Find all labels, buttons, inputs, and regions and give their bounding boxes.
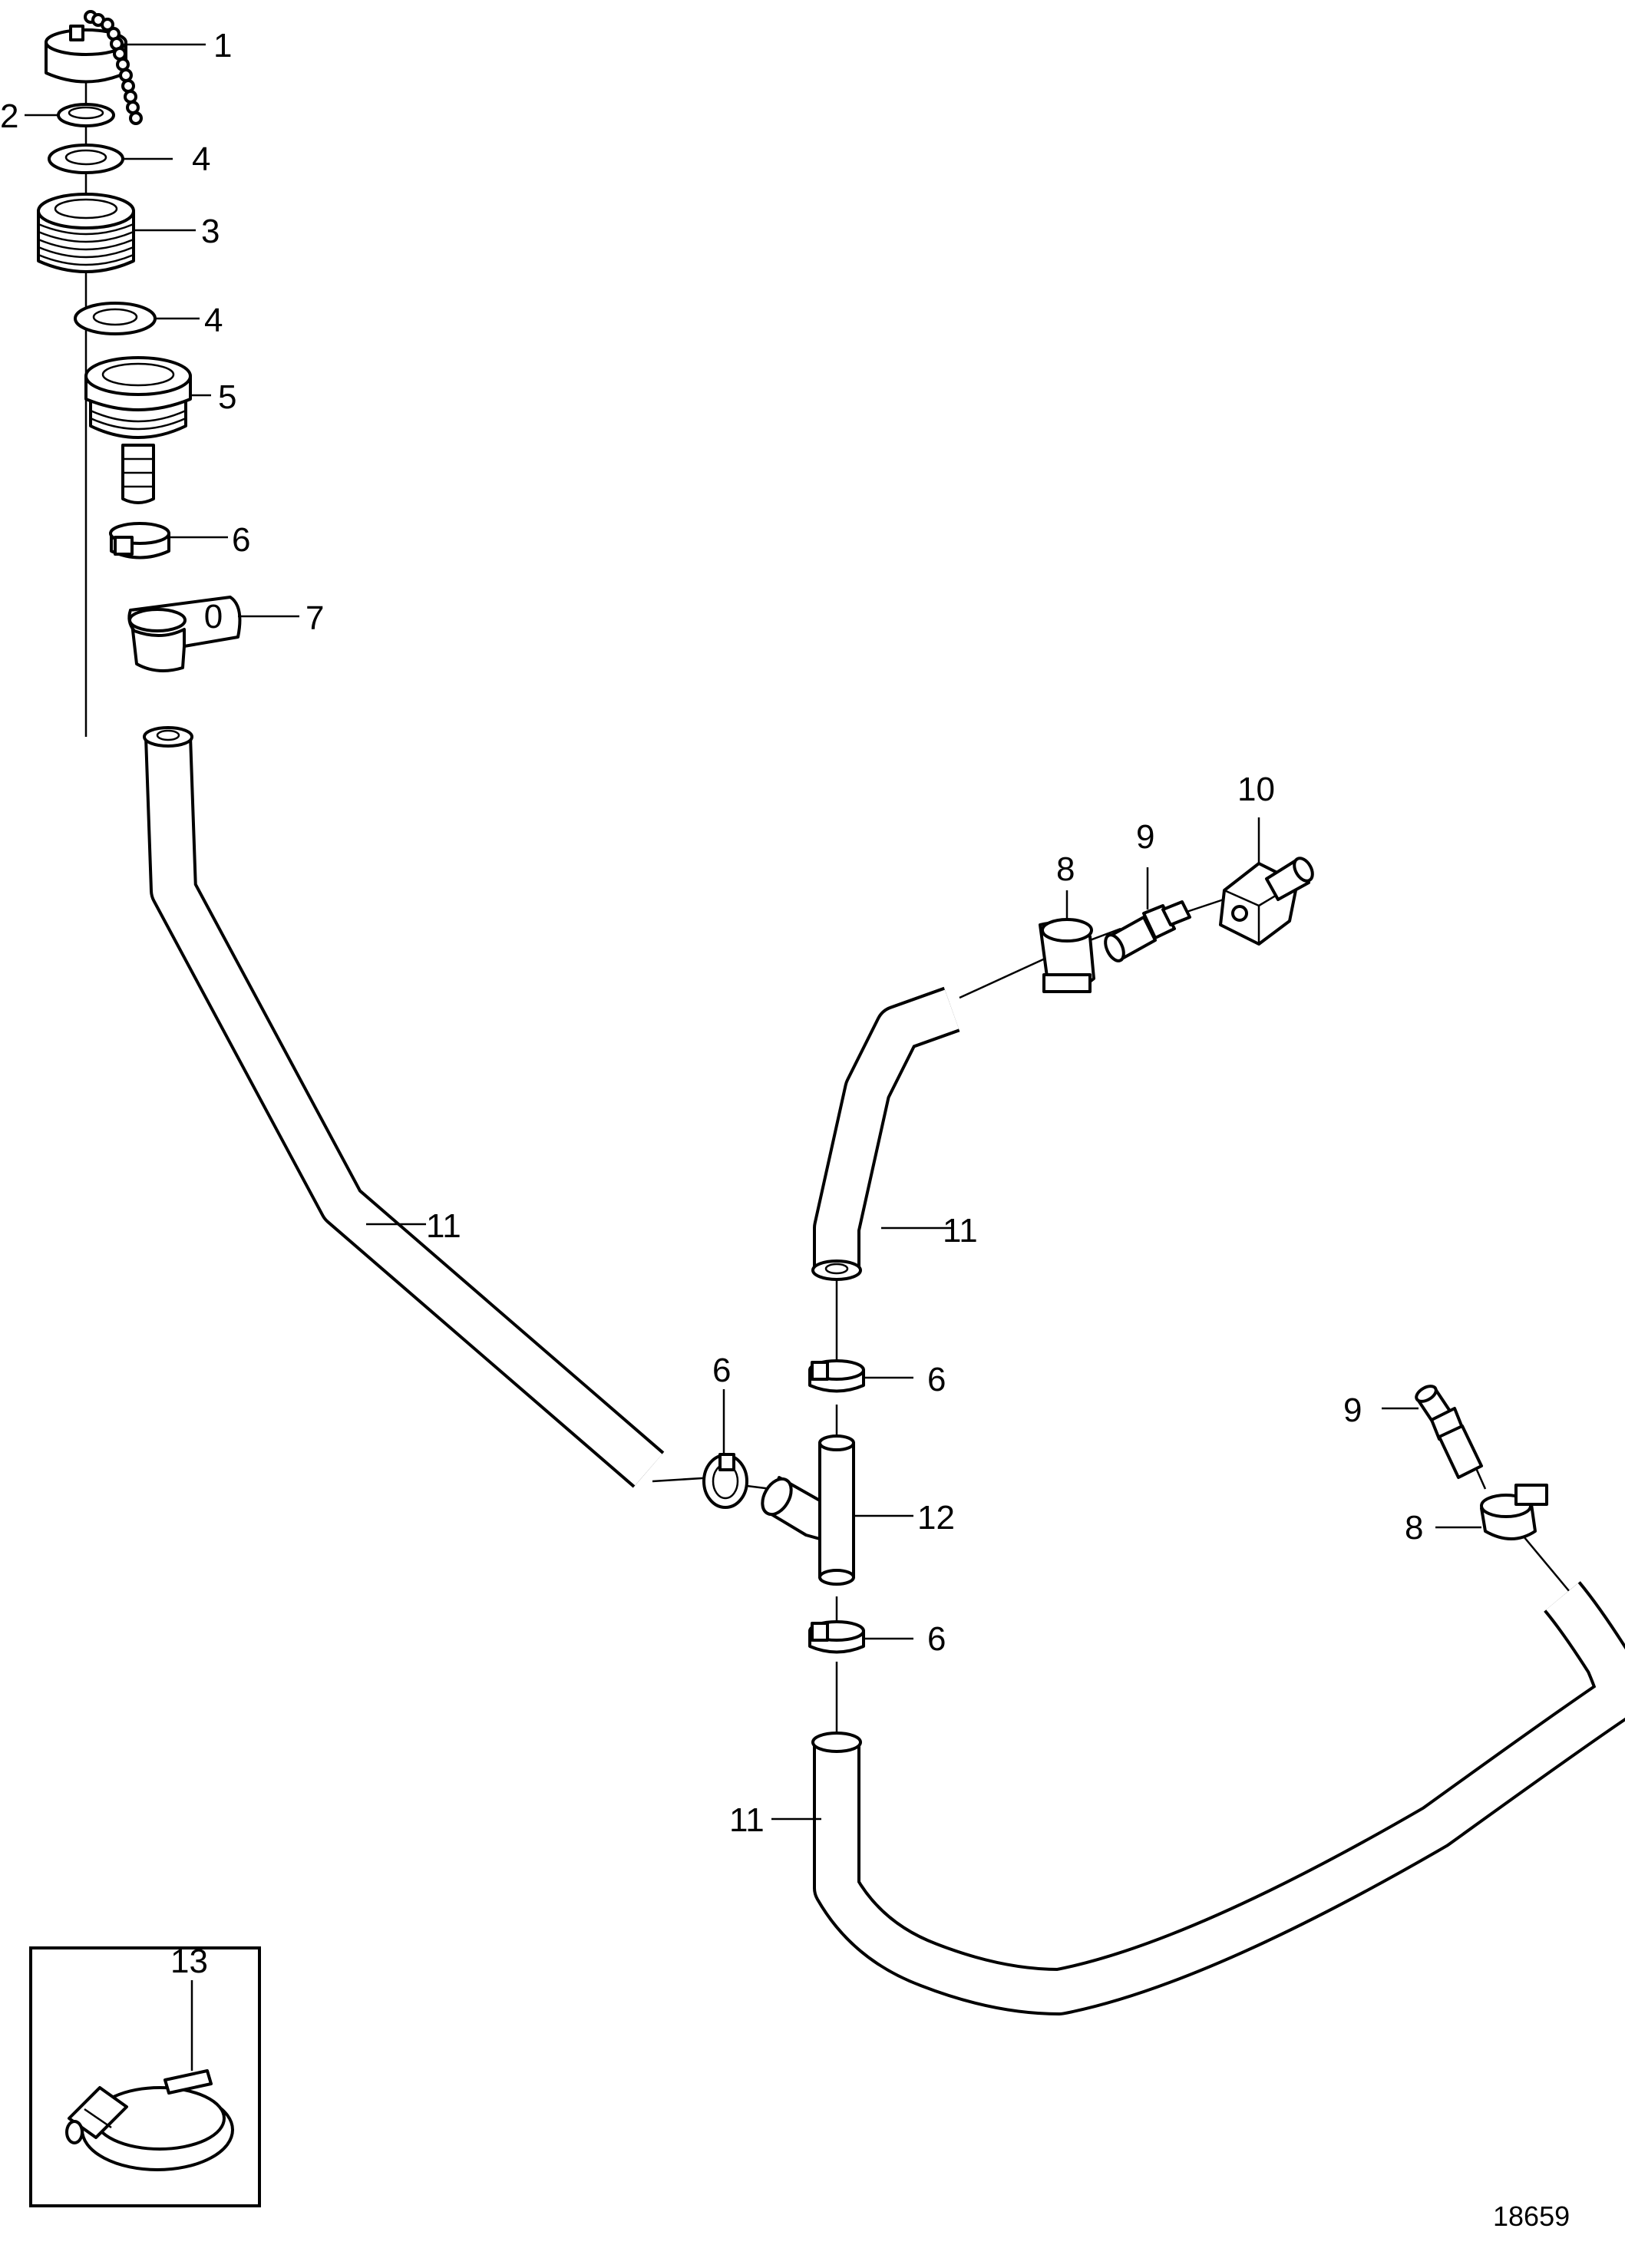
callout-6-top: 6 <box>232 521 250 559</box>
callout-3: 3 <box>201 213 220 250</box>
callout-6-tee-bottom: 6 <box>927 1620 946 1658</box>
callout-11-bottom: 11 <box>729 1801 765 1839</box>
part-clamp-tee-left <box>702 1453 748 1509</box>
callout-12: 12 <box>917 1499 955 1537</box>
callout-2: 2 <box>0 97 18 135</box>
figure-id: 18659 <box>1493 2200 1570 2232</box>
part-cap <box>45 25 127 84</box>
hose-middle <box>811 986 960 1281</box>
callout-9-upper: 9 <box>1136 818 1154 856</box>
part-tee-fitting <box>761 1434 855 1586</box>
callout-7: 7 <box>306 599 324 637</box>
part-washer-lower <box>74 302 157 335</box>
part-filler-neck <box>84 356 192 504</box>
callout-6-tee-top: 6 <box>927 1361 946 1398</box>
part-hose-clamp-large <box>65 2069 234 2171</box>
part-washer-upper <box>48 144 124 174</box>
part-clamp-tee-bottom <box>808 1620 865 1654</box>
callout-8-upper: 8 <box>1056 850 1075 888</box>
part-bracket <box>127 596 242 672</box>
callout-8-lower: 8 <box>1405 1509 1423 1547</box>
hose-left <box>143 726 665 1488</box>
callout-11-middle: 11 <box>943 1212 978 1250</box>
callout-4-lower: 4 <box>204 302 223 339</box>
callout-1: 1 <box>213 27 232 64</box>
bracket-mark: 0 <box>204 598 223 636</box>
part-clamp-lower-right <box>1480 1484 1548 1540</box>
part-gasket <box>57 103 115 127</box>
part-nipple-lower <box>1415 1385 1483 1479</box>
hose-bottom <box>811 1581 1625 2015</box>
callouts: 1 2 4 3 4 5 6 7 8 9 10 11 11 6 6 12 6 9 … <box>0 27 1423 1980</box>
callout-13: 13 <box>170 1943 208 1980</box>
part-clamp-upper-right <box>1039 918 1095 993</box>
inset-box <box>29 1946 261 2207</box>
callout-9-lower: 9 <box>1343 1392 1362 1429</box>
part-elbow-block <box>1219 857 1314 946</box>
part-clamp-tee-top <box>808 1359 865 1393</box>
part-threaded-nut <box>37 193 135 273</box>
callout-10: 10 <box>1237 771 1275 808</box>
part-nipple-upper <box>1104 900 1191 962</box>
callout-5: 5 <box>218 378 236 416</box>
callout-6-tee-left: 6 <box>712 1352 731 1389</box>
callout-11-left: 11 <box>426 1207 461 1245</box>
leader-lines <box>25 43 1481 2071</box>
callout-4-upper: 4 <box>192 140 210 178</box>
part-chain <box>84 10 143 125</box>
part-clamp-top <box>109 522 170 560</box>
